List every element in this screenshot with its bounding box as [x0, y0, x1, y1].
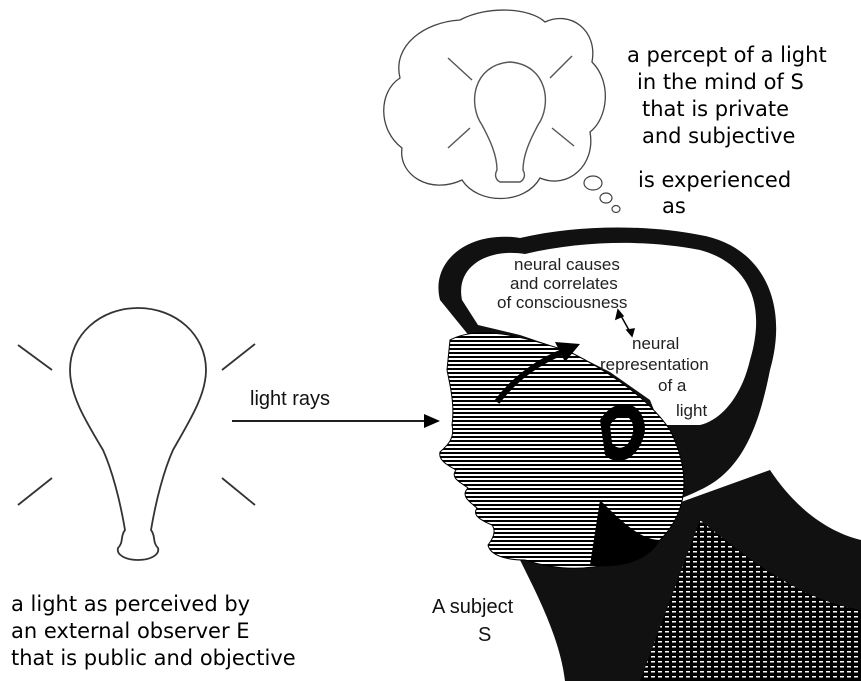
subject-label-line-1: A subject	[432, 596, 514, 618]
external-bulb-icon	[18, 308, 255, 560]
representation-label-line-3: of a	[658, 376, 687, 395]
thought-bubble-large	[584, 176, 602, 190]
thought-caption-line-2: in the mind of S	[637, 70, 804, 94]
observer-caption-line-2: an external observer E	[11, 619, 250, 643]
brain-label-line-3: of consciousness	[497, 293, 627, 312]
observer-caption-line-3: that is public and objective	[11, 646, 296, 670]
light-rays-label: light rays	[250, 388, 330, 410]
representation-label-line-2: representation	[600, 355, 709, 374]
experienced-caption-line-2: as	[662, 194, 686, 218]
subject-label-line-2: S	[478, 624, 491, 646]
thought-bubble-small	[612, 206, 620, 213]
representation-label-line-1: neural	[632, 334, 679, 353]
thought-bubble-medium	[600, 193, 612, 203]
thought-caption-line-4: and subjective	[642, 124, 795, 148]
thought-caption-line-3: that is private	[642, 97, 789, 121]
light-rays-arrow-icon	[232, 414, 440, 428]
brain-label-line-1: neural causes	[514, 255, 620, 274]
observer-caption-line-1: a light as perceived by	[11, 592, 250, 616]
representation-label-line-4: light	[676, 401, 707, 420]
brain-label-line-2: and correlates	[510, 274, 618, 293]
experienced-caption-line-1: is experienced	[638, 168, 791, 192]
thought-caption-line-1: a percept of a light	[627, 43, 827, 67]
